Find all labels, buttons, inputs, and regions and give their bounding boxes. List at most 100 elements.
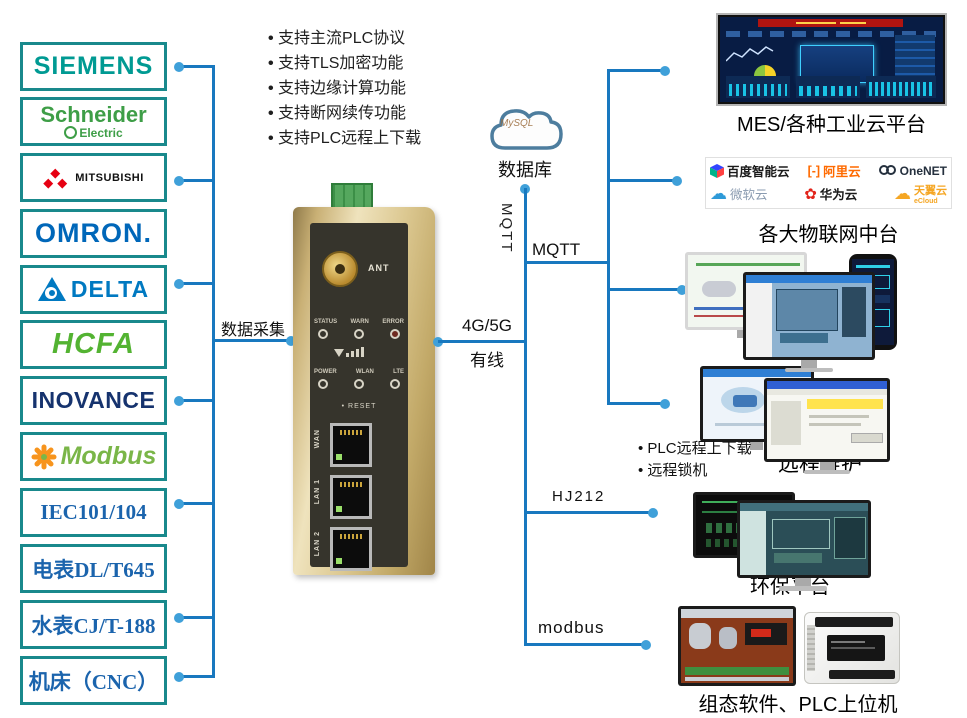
protocol-box-dlt645: 电表DL/T645 [20,544,167,593]
branch-line [181,399,214,402]
monitor-base [804,470,850,474]
branch-line-mes [607,69,664,72]
protocol-label: 电表DL/T645 [32,557,155,582]
protocol-label: IEC101/104 [40,500,147,524]
protocol-box-cjt188: 水表CJ/T-188 [20,600,167,649]
led-row-bottom [318,379,400,389]
monitor-base [779,586,827,591]
monitor-stand [795,578,811,587]
protocol-box-iec: IEC101/104 [20,488,167,537]
connector-dot [174,176,184,186]
remote-bullet-2: • 远程锁机 [638,462,708,479]
mes-caption: MES/各种工业云平台 [737,114,926,136]
brand-label: OMRON. [35,218,152,248]
onenet-rings-icon [878,164,897,177]
monitor [678,606,796,686]
brand-box-inovance: INOVANCE [20,376,167,425]
brand-box-delta: DELTA [20,265,167,314]
huawei-flower-icon: ✿ [804,185,817,203]
delta-triangle-icon [37,277,66,301]
hj212-label: HJ212 [552,488,606,505]
connector-dot [648,508,658,518]
scada-cloud-image [685,252,900,372]
huawei-cloud-logo: ✿ 华为云 [804,185,858,203]
brand-label: MITSUBISHI [75,171,144,184]
iot-caption: 各大物联网中台 [758,224,899,246]
mysql-logo-text: MySQL [500,118,534,129]
ms-cloud-icon: ☁ [710,183,727,203]
wan-port-label: WAN [314,429,321,449]
warn-led [354,329,364,339]
onenet-logo: OneNET [878,164,947,178]
brand-label: INOVANCE [31,387,156,413]
mqtt-branch-label: MQTT [532,240,581,259]
connector-dot [174,396,184,406]
iot-logos-panel: 百度智能云 [-] 阿里云 OneNET ☁ 微软云 ✿ 华为云 ☁ [705,157,952,209]
mqtt-branch-line [524,261,610,264]
monitor-stand [801,360,817,369]
brand-label: Modbus [60,442,157,470]
lan1-port [330,475,372,519]
feature-item: 支持断网续传功能 [268,101,421,126]
protocol-box-cnc: 机床（CNC） [20,656,167,705]
wan-port [330,423,372,467]
connector-dot [660,66,670,76]
brand-box-mitsubishi: ◆◆◆ MITSUBISHI [20,153,167,202]
protocol-label: 水表CJ/T-188 [31,613,156,638]
microsoft-cloud-logo: ☁ 微软云 [710,183,768,203]
monitor-stand [820,462,835,471]
remote-maintenance-image [700,366,895,474]
modbus-label: modbus [538,618,605,637]
brand-box-omron: OMRON. [20,209,167,258]
brand-label: DELTA [70,276,150,302]
status-led [318,329,328,339]
feature-item: 支持PLC远程上下载 [268,126,421,151]
mqtt-trunk-line [524,188,527,646]
lan2-port-label: LAN 2 [314,531,321,557]
lan1-port-label: LAN 1 [314,479,321,505]
database-label: 数据库 [498,160,552,180]
brand-box-siemens: SIEMENS [20,42,167,91]
monitor-stand [750,442,763,450]
connector-dot [286,336,296,346]
mqtt-vertical-label: MQTT [498,203,515,254]
ctyun-cloud-logo: ☁ 天翼云 eCloud [893,183,947,206]
protocol-label: 机床（CNC） [28,669,159,694]
reset-label: • RESET [341,403,377,410]
brand-label: Schneider [40,102,147,127]
baidu-cloud-logo: 百度智能云 [710,161,790,180]
database-cloud-icon [490,109,563,150]
lan2-port [330,527,372,571]
connector-dot [174,613,184,623]
branch-line-hj212 [524,511,652,514]
branch-line [181,502,214,505]
mitsubishi-diamonds-icon: ◆◆◆ [43,164,68,190]
branch-line [181,616,214,619]
aliyun-bracket-icon: [-] [807,163,821,178]
connector-dot [174,62,184,72]
brand-box-modbus: Modbus [20,432,167,481]
mes-dashboard-image [716,13,947,106]
monitor [737,500,871,578]
connector-dot [174,499,184,509]
feature-item: 支持边缘计算功能 [268,76,421,101]
antenna-connector-icon [322,251,358,287]
feature-list: 支持主流PLC协议 支持TLS加密功能 支持边缘计算功能 支持断网续传功能 支持… [268,26,421,151]
uplink-label-bottom: 有线 [470,351,504,370]
baidu-cube-icon [710,163,724,178]
aliyun-logo: [-] 阿里云 [807,163,861,180]
led-row-top [318,329,400,339]
power-led [318,379,328,389]
feature-item: 支持主流PLC协议 [268,26,421,51]
branch-line [181,282,214,285]
brand-box-hcfa: HCFA [20,320,167,369]
connector-dot [660,399,670,409]
monitor [764,378,890,462]
branch-line-remote [607,402,664,405]
branch-line-iot [607,179,676,182]
monitor [743,272,875,360]
feature-item: 支持TLS加密功能 [268,51,421,76]
brand-sublabel: Electric [64,126,123,139]
